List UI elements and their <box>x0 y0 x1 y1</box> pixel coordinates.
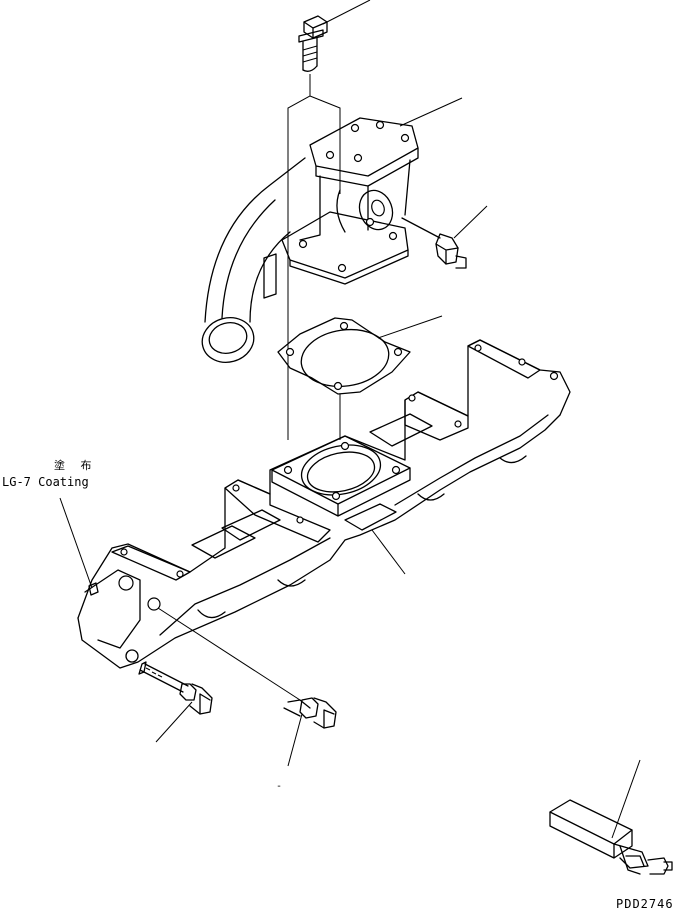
manifold-bolt-left <box>139 662 212 714</box>
leader-line-coating <box>60 498 92 588</box>
detail-tool-insert <box>550 800 672 874</box>
leader-line-gasket <box>378 316 442 338</box>
drawing-code: PDD2746 <box>616 897 674 911</box>
leader-line-bolt-right <box>288 714 302 766</box>
leader-line-elbow <box>400 98 462 126</box>
exhaust-gasket <box>278 318 410 394</box>
coating-note-english: LG-7 Coating <box>2 475 89 489</box>
exhaust-manifold <box>78 340 570 668</box>
exhaust-elbow <box>197 118 418 368</box>
sensor-plug <box>402 218 466 268</box>
leader-line-manifold <box>372 530 405 574</box>
coating-application-mark <box>89 583 98 595</box>
coating-note-japanese: 塗 布 <box>54 459 98 472</box>
leader-line-sensor <box>454 206 487 238</box>
stray-mark: - <box>276 781 283 792</box>
top-mounting-bolt <box>299 16 327 71</box>
leader-line-tool <box>612 760 640 838</box>
leader-line-bolt-left <box>156 702 192 742</box>
leader-line-top-bolt <box>323 0 370 24</box>
manifold-bolt-right <box>158 608 336 728</box>
